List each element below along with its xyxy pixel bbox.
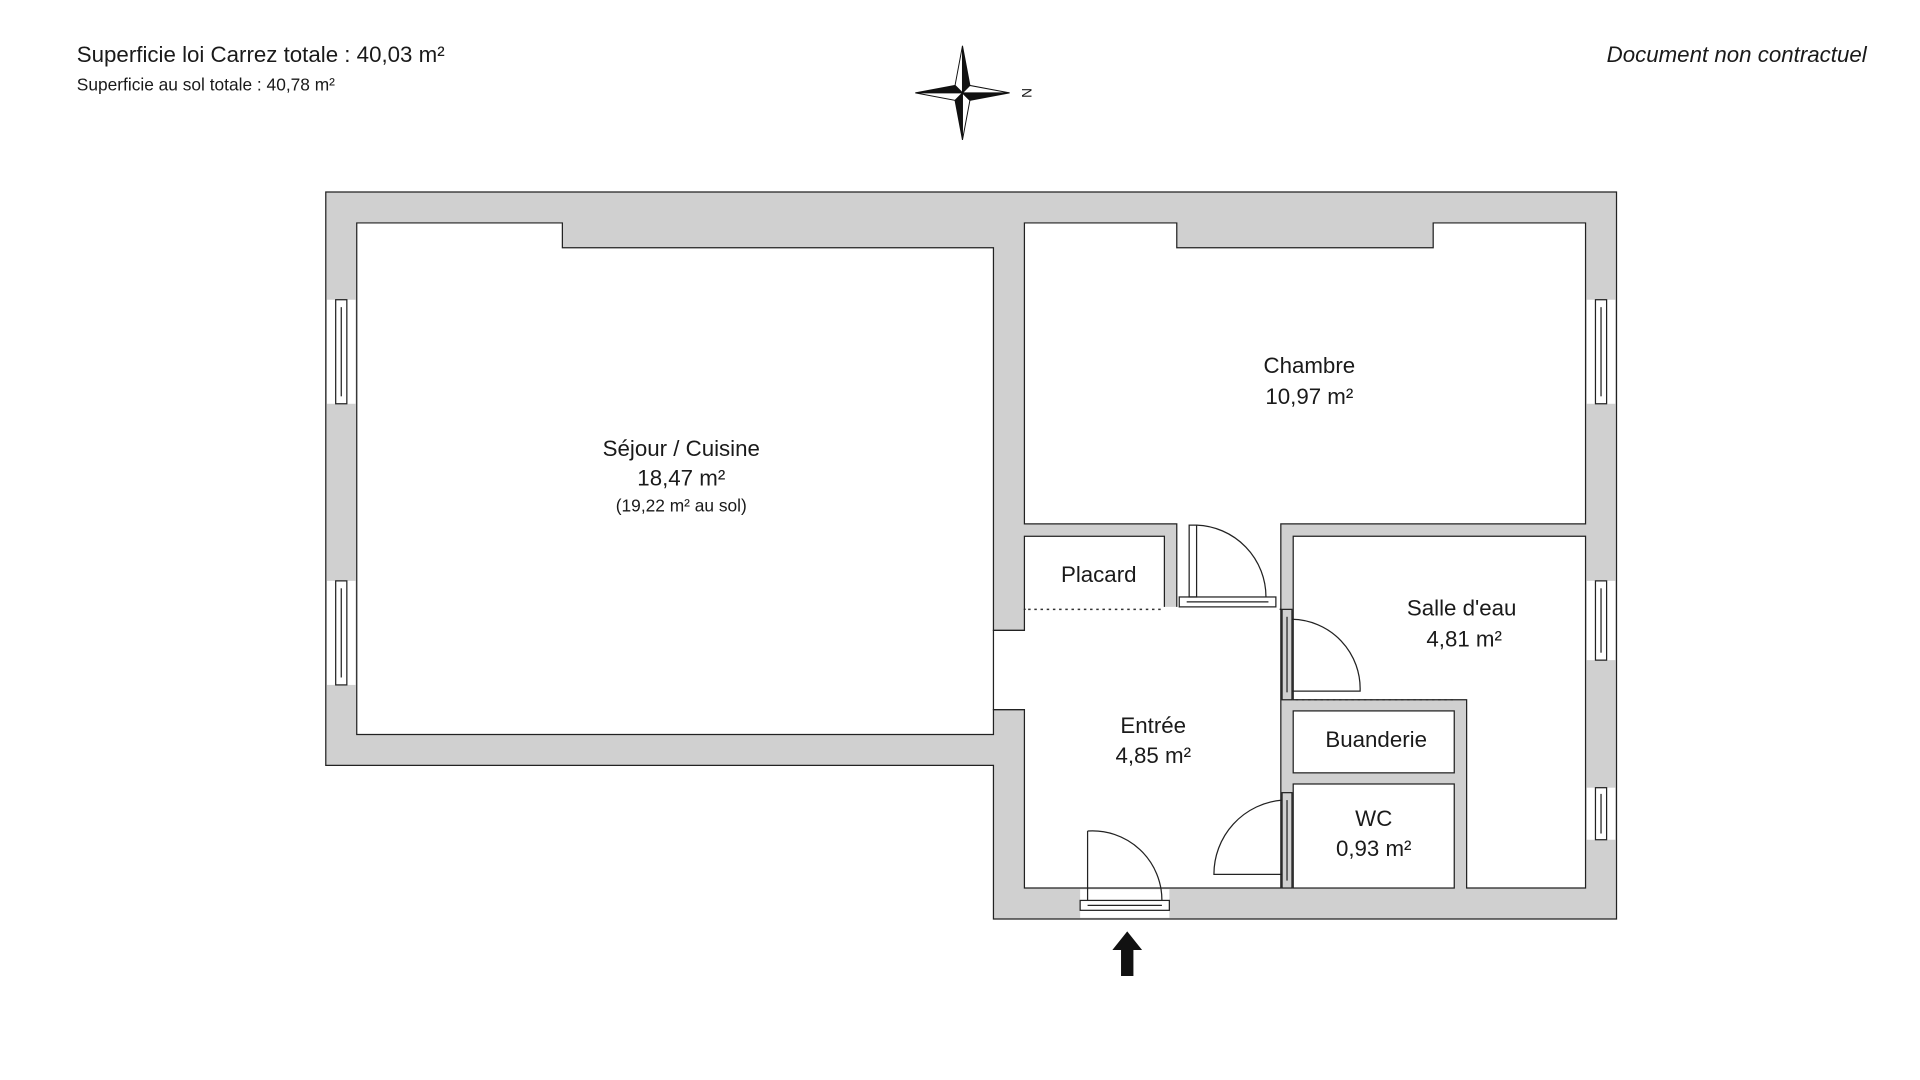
window-icon — [1586, 787, 1616, 841]
placard-label: Placard — [1061, 562, 1137, 587]
carrez-total: Superficie loi Carrez totale : 40,03 m² — [77, 42, 445, 67]
door-wc — [1213, 792, 1293, 889]
compass-icon: N — [915, 45, 1034, 141]
windows — [327, 299, 1616, 841]
disclaimer: Document non contractuel — [1607, 42, 1868, 67]
compass-north-label: N — [1019, 88, 1034, 98]
buanderie-label: Buanderie — [1325, 727, 1427, 752]
sejour-label: Séjour / Cuisine — [603, 436, 760, 461]
room-wc — [1292, 783, 1455, 889]
entree-label: Entrée — [1120, 713, 1186, 738]
door-salle-eau — [1281, 608, 1361, 701]
chambre-area: 10,97 m² — [1265, 384, 1353, 409]
wc-area: 0,93 m² — [1336, 836, 1412, 861]
chambre-label: Chambre — [1263, 353, 1355, 378]
room-chambre — [1023, 222, 1587, 610]
salle-eau-label: Salle d'eau — [1407, 596, 1517, 621]
window-icon — [327, 299, 356, 405]
door-entrance — [1079, 830, 1170, 918]
salle-eau-area: 4,81 m² — [1426, 627, 1502, 652]
entree-area: 4,85 m² — [1115, 743, 1191, 768]
room-salle-eau — [1292, 535, 1587, 889]
room-buanderie — [1292, 710, 1455, 774]
room-placard — [1023, 535, 1166, 610]
window-icon — [1586, 299, 1616, 405]
window-icon — [1586, 580, 1616, 661]
entrance-arrow-icon — [1112, 931, 1143, 976]
sejour-area: 18,47 m² — [637, 466, 725, 491]
sol-total: Superficie au sol totale : 40,78 m² — [77, 74, 335, 94]
room-entree — [992, 608, 1282, 889]
sejour-note: (19,22 m² au sol) — [616, 496, 747, 516]
window-icon — [327, 580, 356, 686]
wc-label: WC — [1355, 806, 1392, 831]
door-chambre — [1178, 524, 1277, 608]
